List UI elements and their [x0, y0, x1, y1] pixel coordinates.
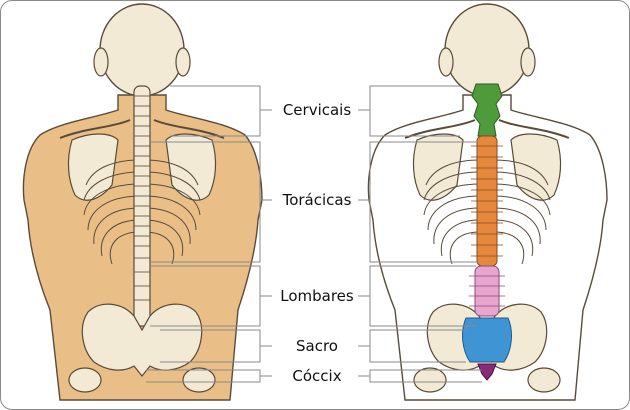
- left-femur-right: [182, 367, 216, 393]
- label-coccyx: Cóccix: [292, 367, 342, 385]
- label-sacrum: Sacro: [296, 337, 338, 355]
- right-ear-left: [438, 47, 454, 77]
- right-femur-left: [413, 367, 447, 393]
- coccyx-region: [477, 363, 497, 381]
- left-scapula-right: [165, 133, 217, 201]
- label-lumbar: Lombares: [280, 287, 354, 305]
- label-cervical: Cervicais: [282, 101, 352, 119]
- label-brackets: [146, 85, 482, 383]
- left-head: [99, 3, 185, 97]
- left-ear-right: [175, 47, 191, 77]
- lumbar-vertebra-lines: [469, 275, 505, 307]
- right-figure: [367, 3, 608, 401]
- thoracic-vertebra-lines: [471, 145, 503, 257]
- left-vertebra-lines: [134, 95, 150, 301]
- lumbar-region: [474, 265, 500, 317]
- cervical-region: [471, 83, 503, 137]
- right-scapula-right: [510, 133, 562, 201]
- sacrum-region: [462, 317, 512, 363]
- bracket-thoracic-right: [369, 141, 478, 263]
- label-thoracic: Torácicas: [282, 191, 352, 209]
- right-scapula-left: [412, 133, 464, 201]
- bracket-thoracic-left: [150, 141, 261, 263]
- bracket-cervical-right: [369, 85, 460, 137]
- left-femur-left: [68, 367, 102, 393]
- bracket-cervical-left: [170, 85, 261, 137]
- left-ear-left: [93, 47, 109, 77]
- right-ear-right: [520, 47, 536, 77]
- left-scapula-left: [67, 133, 119, 201]
- left-figure: [22, 3, 263, 401]
- left-clavicle-left: [59, 119, 131, 139]
- right-head: [444, 3, 530, 97]
- right-clavicle-right: [498, 119, 570, 139]
- right-femur-right: [527, 367, 561, 393]
- right-ribs: [423, 159, 551, 265]
